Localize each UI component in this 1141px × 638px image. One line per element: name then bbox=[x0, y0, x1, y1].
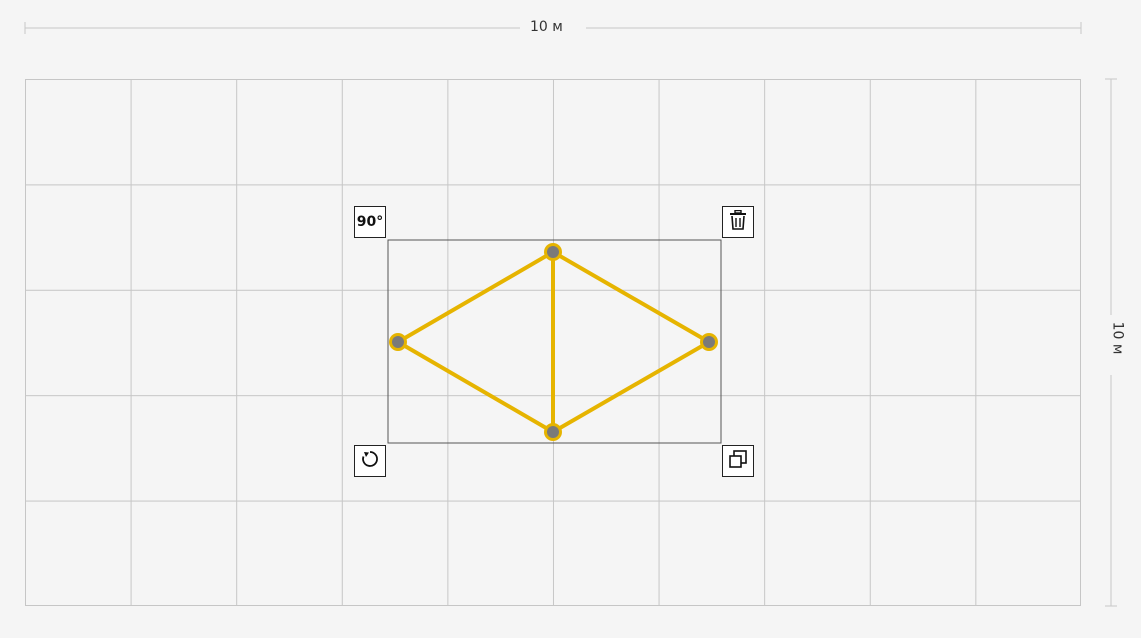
selection-box[interactable] bbox=[387, 239, 722, 444]
rotate-90-button[interactable]: 90° bbox=[354, 206, 386, 238]
beam-top-right bbox=[551, 250, 711, 344]
beam-right-bottom bbox=[551, 340, 711, 434]
duplicate-button[interactable] bbox=[722, 445, 754, 477]
rotate-icon bbox=[360, 449, 380, 473]
delete-button[interactable] bbox=[722, 206, 754, 238]
truss-nodes[interactable] bbox=[389, 243, 718, 441]
duplicate-icon bbox=[728, 449, 748, 473]
trash-icon bbox=[729, 209, 747, 234]
beam-left-top bbox=[396, 250, 555, 344]
rotate-90-label: 90° bbox=[356, 214, 384, 230]
truss-beams[interactable] bbox=[396, 250, 711, 434]
width-dimension-label: 10 м bbox=[524, 19, 569, 35]
rotate-button[interactable] bbox=[354, 445, 386, 477]
beam-bottom-left bbox=[396, 340, 555, 434]
